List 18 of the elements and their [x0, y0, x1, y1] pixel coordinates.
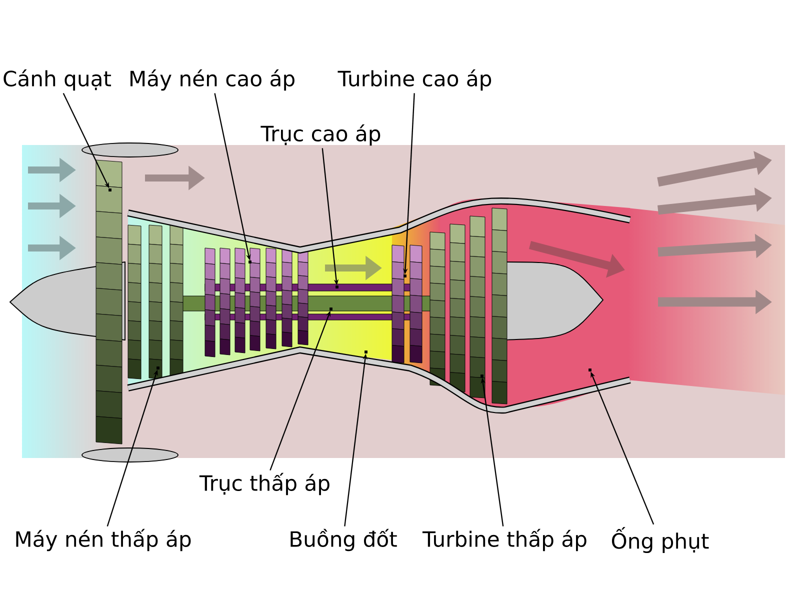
leader-target — [480, 374, 484, 378]
leader-target — [364, 350, 368, 354]
part-label: Ống phụt — [612, 526, 709, 554]
part-label: Trục thấp áp — [199, 472, 330, 496]
leader-target — [108, 188, 112, 192]
part-label: Máy nén cao áp — [130, 69, 294, 91]
part-label: Trục cao áp — [260, 124, 380, 146]
leader-target — [330, 308, 332, 310]
leader-target — [404, 274, 406, 278]
part-label: Buồng đốt — [290, 528, 397, 552]
leader-target — [588, 368, 592, 372]
leader-target — [336, 286, 338, 288]
leader-target — [156, 366, 160, 370]
part-label: Cánh quạt — [4, 69, 112, 91]
part-label: Máy nén thấp áp — [16, 528, 191, 552]
leader-target — [248, 260, 252, 264]
part-label: Turbine cao áp — [338, 69, 492, 91]
part-label: Turbine thấp áp — [422, 528, 586, 552]
